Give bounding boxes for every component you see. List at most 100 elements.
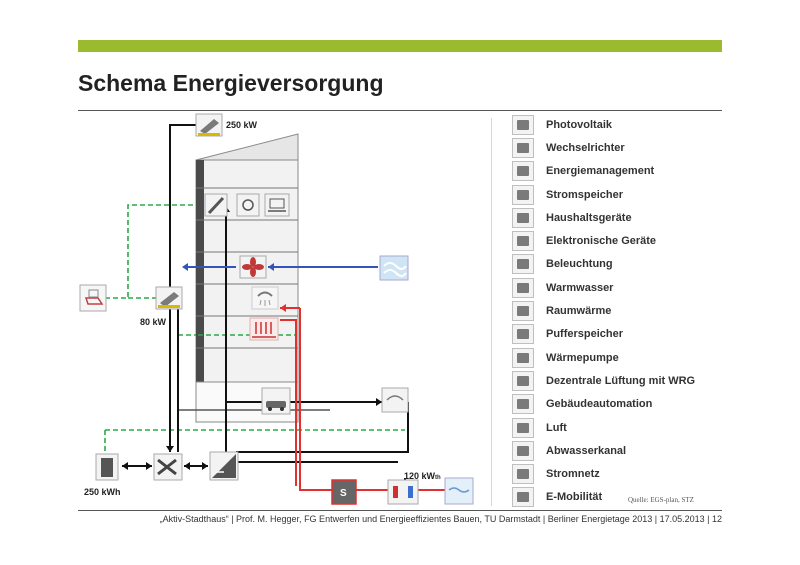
buffer-tank-icon (517, 329, 529, 340)
air-symbol (379, 255, 409, 281)
grid-capacity-suffix: th (435, 475, 441, 481)
legend-symbol (512, 114, 534, 135)
fan-symbol (239, 255, 267, 279)
legend-label: Dezentrale Lüftung mit WRG (546, 374, 696, 387)
icon-base (198, 133, 220, 136)
fan-blade (254, 264, 264, 270)
wheel (280, 407, 284, 411)
icon-frame (251, 286, 279, 310)
legend-symbol (512, 137, 534, 158)
automation-screen (88, 289, 99, 298)
grid-capacity-label: 120 kWth (404, 471, 441, 481)
radiator-icon (252, 322, 276, 338)
legend-symbol (512, 277, 534, 298)
legend-label: Wechselrichter (546, 141, 625, 154)
fan-icon (517, 375, 529, 386)
accent-bar (78, 40, 722, 52)
footer-text: „Aktiv-Stadthaus“ | Prof. M. Hegger, FG … (159, 514, 722, 524)
buffer-tank-icon (331, 479, 357, 505)
battery-capacity-label: 250 kWh (84, 487, 121, 497)
inverter-icon (517, 142, 529, 153)
fan-blade (242, 264, 252, 270)
lamp-icon (207, 196, 225, 215)
legend-symbol (512, 161, 534, 182)
legend-symbol (512, 370, 534, 391)
icon-frame (387, 479, 419, 505)
shower-symbol (251, 286, 279, 310)
power-line (169, 124, 205, 452)
legend-item: Photovoltaik (512, 113, 722, 136)
fan-blade (250, 267, 256, 277)
laptop-icon (517, 236, 529, 247)
icon-frame (264, 193, 290, 217)
buffer-tank-glyph: S (340, 488, 347, 499)
e-mobility-icon (266, 401, 286, 408)
legend-item: Wechselrichter (512, 136, 722, 159)
legend-item: Elektronische Geräte (512, 229, 722, 252)
legend-item: Abwasserkanal (512, 439, 722, 462)
battery-symbol (95, 453, 119, 481)
shuffle-icon (517, 166, 529, 177)
legend-item: Stromnetz (512, 462, 722, 485)
pv-facade-capacity-label: 80 kW (140, 317, 167, 327)
legend-divider (491, 118, 492, 506)
legend-label: Elektronische Geräte (546, 235, 657, 248)
legend-label: Photovoltaik (546, 118, 613, 131)
arrowhead (376, 398, 382, 406)
battery-icon (517, 189, 529, 200)
legend-item: Dezentrale Lüftung mit WRG (512, 369, 722, 392)
pv-panel-icon (517, 119, 529, 130)
legend-symbol (512, 231, 534, 252)
legend-item: E-Mobilität (512, 486, 722, 509)
legend-symbol (512, 184, 534, 205)
legend-label: Luft (546, 421, 567, 434)
legend-symbol (512, 207, 534, 228)
inverter-symbol (209, 451, 239, 481)
automation-glyph (84, 297, 104, 305)
legend-item: Gebäudeautomation (512, 393, 722, 416)
shower-icon (517, 282, 529, 293)
legend-label: Gebäudeautomation (546, 398, 653, 411)
arrowhead (202, 462, 208, 470)
lamp-icon (517, 259, 529, 270)
legend-label: Stromspeicher (546, 188, 624, 201)
fan-blade (250, 257, 256, 267)
arrowhead (122, 462, 128, 470)
legend-symbol (512, 440, 534, 461)
building-roof (195, 133, 299, 161)
battery-icon (101, 458, 113, 477)
pv-panel-icon (200, 119, 219, 134)
source-note: Quelle: EGS-plan, STZ (628, 496, 694, 504)
legend-symbol (512, 487, 534, 508)
power-grid-icon (517, 469, 529, 480)
arrowhead (184, 462, 190, 470)
sewer-wave (448, 487, 470, 493)
legend-label: Pufferspeicher (546, 328, 624, 341)
legend-label: Abwasserkanal (546, 444, 627, 457)
fan-icon (242, 257, 264, 277)
pv-facade-symbol (155, 286, 183, 310)
heat-pump-icon (393, 486, 398, 498)
power-lines (122, 124, 409, 482)
legend-label: Stromnetz (546, 468, 600, 481)
laptop-symbol (264, 193, 290, 217)
automation-links (104, 204, 405, 460)
pv-roof-symbol (195, 113, 223, 137)
page-title: Schema Energieversorgung (78, 70, 384, 96)
shuffle-icon (157, 458, 177, 476)
legend-label: Warmwasser (546, 281, 614, 294)
washing-machine-icon (517, 212, 529, 223)
shower-drop (268, 299, 271, 306)
icon-frame (236, 193, 260, 217)
heat-arrowhead (280, 304, 286, 312)
laptop-icon (269, 198, 285, 209)
legend-label: Beleuchtung (546, 258, 613, 271)
air-arrowhead (268, 263, 274, 271)
radiator-symbol (249, 317, 279, 341)
arrowhead (146, 462, 152, 470)
legend-symbol (512, 347, 534, 368)
sewer-symbol (444, 477, 474, 505)
legend-symbol (512, 417, 534, 438)
legend-label: E-Mobilität (546, 491, 603, 504)
